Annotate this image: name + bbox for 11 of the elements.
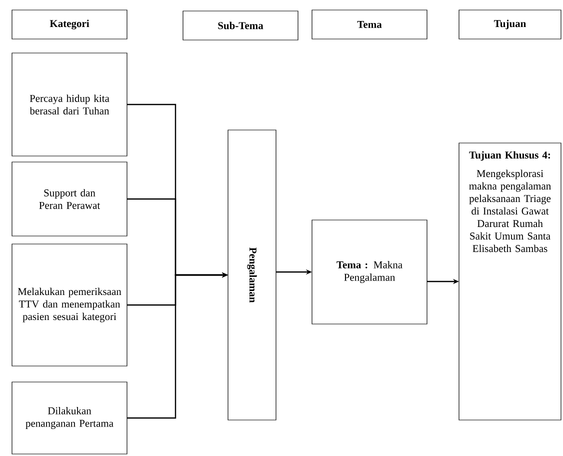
vertical-box: Pengalaman	[228, 130, 276, 420]
column-header: Sub-Tema	[182, 10, 298, 40]
column-header: Tema	[312, 10, 428, 40]
column-header: Tujuan	[458, 10, 562, 40]
text-box: Tema : Makna Pengalaman	[312, 220, 428, 324]
text-box: Percaya hidup kita berasal dari Tuhan	[12, 52, 128, 156]
column-header: Kategori	[12, 10, 128, 40]
goal-box: Tujuan Khusus 4: Mengeksplorasi makna pengalaman pelaksanaan Triage di Instalasi Gawat Darurat Rumah Sakit Umum Santa Elisabeth Sambas	[458, 142, 562, 420]
text-box: Dilakukan penanganan Pertama	[12, 382, 128, 454]
text-box: Support dan Peran Perawat	[12, 162, 128, 236]
text-box: Melakukan pemeriksaan TTV dan menempatkan pasien sesuai kategori	[12, 244, 128, 366]
